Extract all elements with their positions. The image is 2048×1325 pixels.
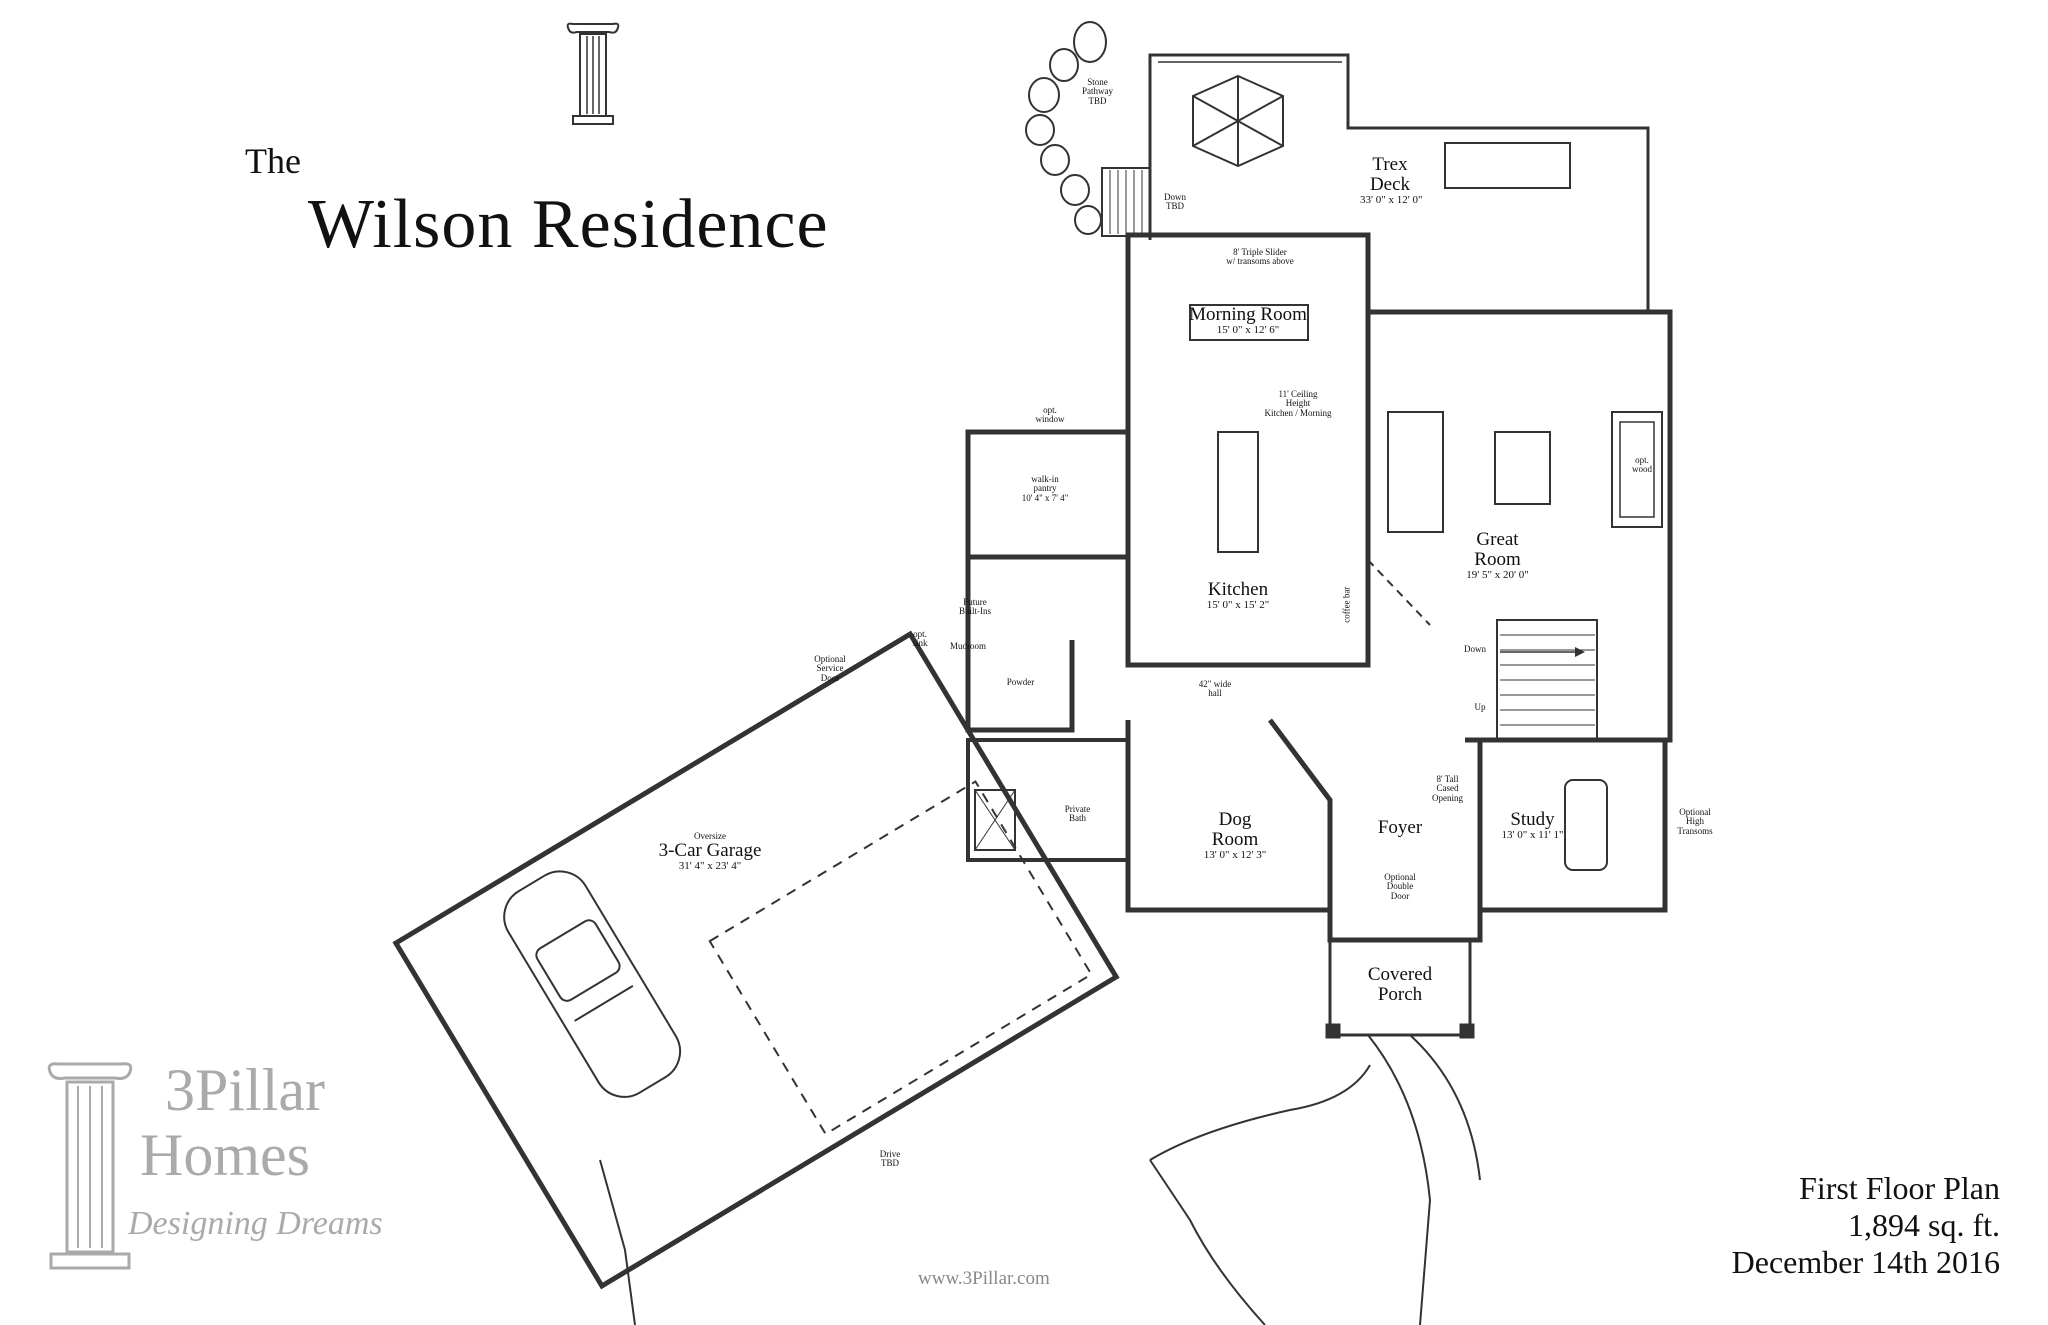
ceiling-height-note-2: Height [1285,398,1311,409]
covered-porch-label-2: Porch [1377,983,1423,1005]
opt-sink-note-2: sink [912,638,928,649]
great-room-sofa [1387,411,1444,533]
service-door-note-3: Door [820,672,840,683]
study-desk [1564,779,1608,871]
kitchen-dims: 15' 0" x 15' 2" [1206,598,1270,611]
garage-walls [392,630,1120,1290]
wide-hall-note-2: hall [1208,688,1222,699]
wide-hall-note: 42" wide [1198,679,1232,689]
trex-deck-dims: 33' 0" x 12' 0" [1360,193,1423,206]
3pillar-logo-icon [47,1062,133,1270]
opt-sink-note: opt. [913,629,927,639]
pillar-icon [566,22,620,125]
powder-label: Powder [1006,677,1035,687]
kitchen-island [1217,431,1259,553]
morning-room-dims: 15' 0" x 12' 6" [1216,323,1280,336]
pantry-label: walk-in [1031,474,1059,484]
opt-wood-note: opt. [1635,455,1649,465]
plan-title: First Floor Plan [1799,1170,2000,1206]
drive-note: Drive [879,1149,901,1159]
deck-outline [1148,53,1650,310]
gazebo [1192,74,1284,168]
morning-table [1189,304,1309,341]
trex-deck-label-2: Deck [1369,173,1411,195]
mudroom-label: Mudroom [950,641,986,651]
down-tbd-note: Down [1164,192,1186,202]
opt-window-note: opt. [1043,405,1057,415]
double-door-note: Optional [1384,872,1416,882]
foyer-label: Foyer [1377,817,1423,838]
kitchen-label: Kitchen [1207,579,1269,600]
garage-dims: 31' 4" x 23' 4" [678,860,742,873]
covered-porch-walls [1328,938,1472,1037]
stone-pathway [1025,21,1107,235]
study-label: Study [1510,809,1555,830]
triple-slider-note-2: w/ transoms above [1226,256,1294,267]
private-bath-note: Private [1064,804,1091,814]
coffee-bar-note: coffee bar [1341,586,1352,623]
dog-room-label-2: Room [1211,828,1259,850]
plan-date: December 14th 2016 [1731,1243,2000,1280]
private-bath-walls [966,738,1130,862]
opt-wood-note-2: wood [1632,464,1652,475]
future-built-ins-note-2: Built-Ins [958,606,991,617]
study-walls [1465,737,1668,913]
pantry-walls [965,429,1131,560]
service-door-note: Optional [814,654,846,664]
stone-pathway-note: Stone [1087,77,1108,87]
dog-room-dims: 13' 0" x 12' 3" [1203,848,1267,861]
great-room-dims: 19' 5" x 20' 0" [1466,568,1529,581]
stone-pathway-note-3: TBD [1088,95,1107,106]
dog-room-label: Dog [1218,809,1252,830]
stone-pathway-note-2: Pathway [1082,86,1113,97]
great-room-label: Great [1476,529,1519,550]
ceiling-height-note: 11' Ceiling [1278,389,1318,399]
morning-room-label: Morning Room [1189,304,1307,325]
pantry-dims: 10' 4" x 7' 4" [1021,492,1069,503]
pantry-label-2: pantry [1033,483,1057,494]
great-room-label-2: Room [1474,548,1521,570]
double-door-note-3: Door [1390,890,1410,901]
high-transoms-note: Optional [1679,807,1711,817]
title-prefix: The [245,141,301,181]
foyer-walls [1327,740,1483,943]
logo-line2: Homes [140,1122,310,1188]
cased-opening-note-3: Opening [1432,792,1463,803]
drive-note-2: TBD [881,1158,899,1169]
car-outline [503,870,682,1098]
page-title: Wilson Residence [308,186,829,263]
website-link[interactable]: www.3Pillar.com [918,1268,1050,1289]
double-door-note-2: Double [1386,881,1414,892]
stair-down-note: Down [1464,644,1486,654]
plan-area: 1,894 sq. ft. [1848,1206,2000,1243]
logo-tagline: Designing Dreams [128,1205,383,1242]
future-built-ins-note: Future [963,597,987,607]
high-transoms-note-2: High [1686,816,1704,827]
private-bath-note-2: Bath [1069,813,1086,824]
opt-window-note-2: window [1035,414,1065,425]
trex-deck-label: Trex [1372,154,1408,175]
ceiling-height-note-3: Kitchen / Morning [1264,407,1332,418]
garage-prefix: Oversize [694,831,726,841]
study-dims: 13' 0" x 11' 1" [1501,828,1564,841]
cased-opening-note: 8' Tall [1436,774,1459,784]
covered-porch-label: Covered [1367,964,1433,985]
service-door-note-2: Service [816,663,844,674]
cased-opening-note-2: Cased [1436,783,1459,794]
stair-up-note: Up [1474,702,1486,712]
deck-sofa [1444,142,1571,189]
logo-line1: 3Pillar [165,1057,325,1123]
triple-slider-note: 8' Triple Slider [1233,247,1287,257]
garage-label: 3-Car Garage [658,840,762,862]
down-tbd-note-2: TBD [1166,201,1184,212]
high-transoms-note-3: Transoms [1677,825,1713,836]
great-room-rug [1494,431,1551,505]
